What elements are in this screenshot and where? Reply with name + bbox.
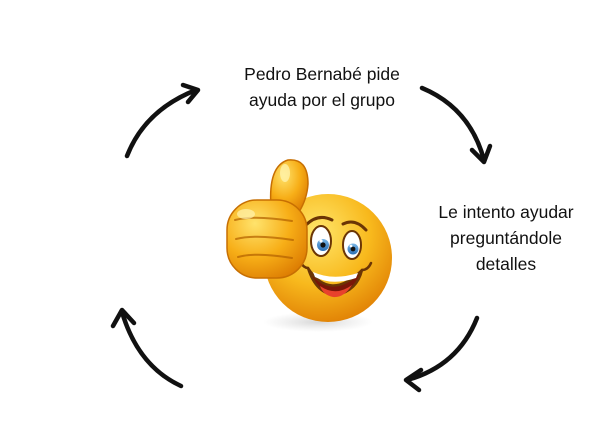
step-1-line-2: ayuda por el grupo xyxy=(249,90,395,110)
step-2-line-2: preguntándole xyxy=(450,228,562,248)
step-i-try-help: Le intento ayudar preguntándole detalles xyxy=(424,199,588,277)
thumb-hand xyxy=(226,159,309,279)
curved-arrow-icon-bottom-right xyxy=(403,315,480,393)
step-pedro-asks-help: Pedro Bernabé pide ayuda por el grupo xyxy=(218,61,426,113)
step-2-line-3: detalles xyxy=(475,254,537,274)
smiley-eyes xyxy=(304,215,368,260)
curved-arrow-icon-bottom-left xyxy=(110,307,184,389)
curved-arrow-icon-top-right xyxy=(419,85,493,165)
step-1-line-1: Pedro Bernabé pide xyxy=(244,64,400,84)
curved-arrow-icon-top-left xyxy=(124,82,201,159)
step-2-line-1: Le intento ayudar xyxy=(438,202,574,222)
